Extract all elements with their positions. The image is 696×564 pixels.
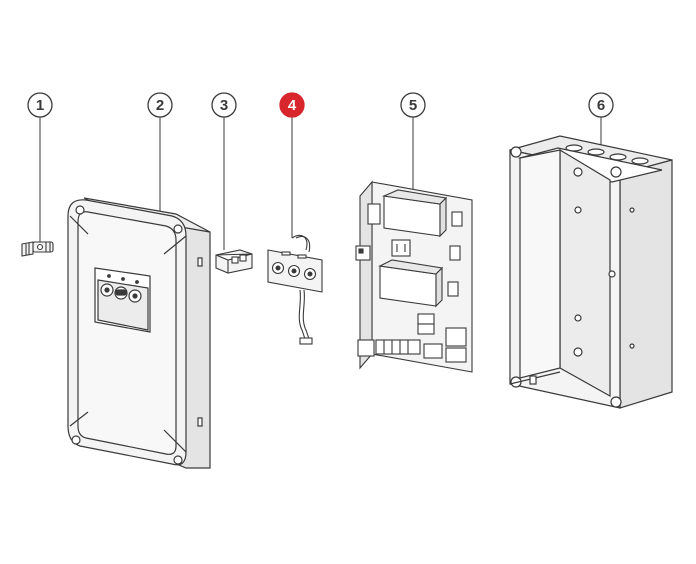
callout-6[interactable]: 6 xyxy=(588,92,614,118)
callouts: 1 2 3 4 5 6 xyxy=(27,92,614,118)
callout-circle xyxy=(400,92,426,118)
callout-2[interactable]: 2 xyxy=(147,92,173,118)
part-4-button-board[interactable] xyxy=(267,234,323,345)
callout-label: 6 xyxy=(597,97,605,114)
callout-circle xyxy=(27,92,53,118)
callout-circle xyxy=(588,92,614,118)
callout-label: 5 xyxy=(409,97,417,114)
part-3-connector[interactable] xyxy=(215,249,253,274)
callout-circle xyxy=(211,92,237,118)
part-2-front-cover[interactable] xyxy=(67,197,211,469)
callout-label: 3 xyxy=(220,97,228,114)
callout-label: 4 xyxy=(288,97,297,114)
part-1-screw[interactable] xyxy=(21,241,54,257)
callout-3[interactable]: 3 xyxy=(211,92,237,118)
callout-label: 1 xyxy=(36,97,44,114)
callout-circle xyxy=(147,92,173,118)
leader-lines xyxy=(39,117,602,250)
callout-circle xyxy=(279,92,305,118)
callout-label: 2 xyxy=(156,97,164,114)
callout-4[interactable]: 4 xyxy=(279,92,305,118)
part-6-rear-housing[interactable] xyxy=(509,135,673,409)
callout-5[interactable]: 5 xyxy=(400,92,426,118)
callout-1[interactable]: 1 xyxy=(27,92,53,118)
part-5-control-board[interactable] xyxy=(355,180,473,373)
